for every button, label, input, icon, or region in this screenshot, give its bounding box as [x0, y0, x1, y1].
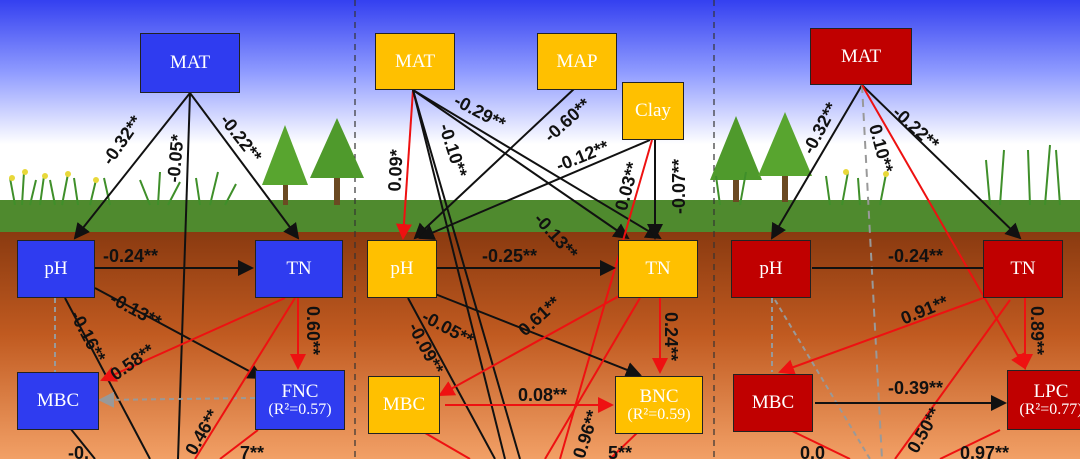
ph-node: pH: [731, 240, 811, 298]
bnc-node: BNC(R²=0.59): [615, 376, 703, 434]
tn-node: TN: [618, 240, 698, 298]
mat-node: MAT: [810, 28, 912, 85]
lpc-node: LPC(R²=0.77): [1007, 370, 1080, 430]
r-squared-label: (R²=0.77): [1019, 400, 1080, 418]
mbc-node: MBC: [733, 374, 813, 432]
node-label: BNC: [639, 385, 679, 407]
path-coefficient: 0.97**: [960, 443, 1010, 459]
mat-node: MAT: [140, 33, 240, 93]
node-label: LPC: [1033, 380, 1069, 402]
grass-icon: [9, 144, 1061, 206]
path-coefficient: -0.24**: [888, 246, 944, 266]
path-coefficient: 7**: [240, 443, 265, 459]
mbc-node: MBC: [368, 376, 440, 434]
tn-node: TN: [255, 240, 343, 298]
node-label: MAT: [840, 45, 882, 67]
ph-node: pH: [367, 240, 437, 298]
node-label: Clay: [635, 100, 671, 122]
path-coefficient: 0.09*: [384, 148, 407, 192]
node-label: FNC: [281, 380, 319, 402]
path-coefficient: 0.60**: [303, 305, 324, 356]
r-squared-label: (R²=0.59): [627, 405, 691, 423]
path-coefficient: -0.05*: [163, 133, 188, 184]
node-label: TN: [645, 258, 671, 280]
node-label: MAT: [394, 50, 436, 72]
node-label: pH: [44, 258, 68, 280]
mat-node: MAT: [375, 33, 455, 90]
node-label: TN: [1010, 258, 1036, 280]
path-coefficient: 0.24**: [661, 311, 682, 362]
tree-icon: [262, 118, 364, 205]
path-coefficient: -0.39**: [888, 378, 944, 398]
node-label: pH: [390, 258, 414, 280]
path-coefficient: 0.08**: [518, 385, 568, 405]
node-label: TN: [286, 258, 312, 280]
node-label: MBC: [382, 394, 426, 416]
grass-strip: [0, 200, 1080, 234]
mbc-node: MBC: [17, 372, 99, 430]
path-coefficient: 0.89**: [1027, 305, 1048, 356]
node-label: MAP: [556, 50, 598, 72]
tree-icon: [710, 112, 812, 202]
path-coefficient: -0.: [68, 443, 90, 459]
path-coefficient: -0.07**: [669, 158, 690, 215]
path-coefficient: 0.0: [800, 443, 826, 459]
ph-node: pH: [17, 240, 95, 298]
clay-node: Clay: [622, 82, 684, 140]
flower-icon: [9, 169, 889, 183]
fnc-node: FNC(R²=0.57): [255, 370, 345, 430]
map-node: MAP: [537, 33, 617, 90]
tn-node: TN: [983, 240, 1063, 298]
path-coefficient: -0.25**: [482, 246, 538, 266]
node-label: MBC: [36, 390, 80, 412]
path-coefficient: 5**: [608, 443, 633, 459]
r-squared-label: (R²=0.57): [268, 400, 332, 418]
node-label: MBC: [751, 392, 795, 414]
node-label: MAT: [169, 52, 211, 74]
path-coefficient: -0.24**: [103, 246, 159, 266]
node-label: pH: [759, 258, 783, 280]
